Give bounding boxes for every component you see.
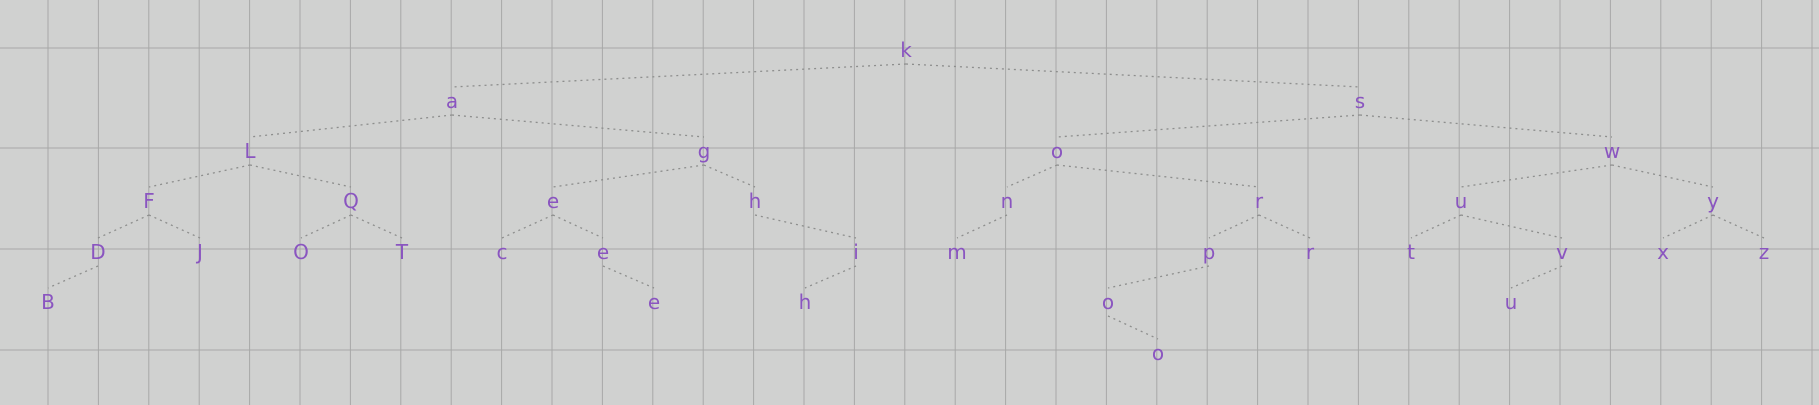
tree-edge xyxy=(804,265,857,289)
tree-edge xyxy=(1056,114,1361,138)
tree-edge xyxy=(754,214,857,239)
tree-edge xyxy=(350,214,403,239)
tree-node-label: u xyxy=(1455,189,1468,213)
tree-edge xyxy=(552,214,604,239)
tree-edge xyxy=(97,214,150,239)
tree-node-label: p xyxy=(1203,240,1216,264)
tree-edge xyxy=(1006,164,1058,188)
tree-edge xyxy=(1359,114,1613,138)
tree-edge xyxy=(1460,214,1563,239)
tree-node-label: B xyxy=(41,290,55,314)
tree-edge xyxy=(1712,214,1765,239)
tree-node-label: r xyxy=(1255,189,1264,213)
tree-node-label: w xyxy=(1604,139,1620,163)
tree-edge xyxy=(1611,164,1714,188)
tree-node-label: z xyxy=(1759,240,1770,264)
tree-node-label: O xyxy=(293,240,309,264)
tree-edge xyxy=(501,214,554,239)
tree-node-label: n xyxy=(1001,189,1014,213)
tree-edge xyxy=(1258,214,1311,239)
tree-edge xyxy=(1410,214,1462,239)
tree-node-label: o xyxy=(1152,341,1164,365)
tree-node-label: y xyxy=(1707,189,1719,213)
tree-edge xyxy=(602,265,655,289)
tree-node-label: F xyxy=(143,189,155,213)
tree-edge xyxy=(1460,164,1613,188)
tree-node-label: t xyxy=(1407,240,1415,264)
tree-node-label: g xyxy=(698,139,711,163)
tree-node-label: J xyxy=(195,240,203,264)
tree-node-label: o xyxy=(1102,290,1114,314)
tree-node-label: h xyxy=(799,290,812,314)
tree-node-label: T xyxy=(395,240,409,264)
tree-node-label: m xyxy=(947,240,966,264)
tree-node-label: c xyxy=(497,240,508,264)
tree-node-label: Q xyxy=(343,189,359,213)
tree-edge xyxy=(1510,265,1563,289)
tree-node-label: D xyxy=(90,240,105,264)
tree-node-label: i xyxy=(853,240,859,264)
tree-node-label: r xyxy=(1306,240,1315,264)
tree-edge xyxy=(1056,164,1260,188)
tree-node-label: e xyxy=(648,290,660,314)
tree-edge xyxy=(1208,214,1260,239)
tree-edge xyxy=(703,164,756,188)
tree-edge xyxy=(148,214,201,239)
tree-edge xyxy=(300,214,352,239)
tree-edge xyxy=(451,63,907,88)
tree-edge xyxy=(249,114,453,138)
tree-edge xyxy=(1107,315,1159,340)
tree-node-label: k xyxy=(900,38,912,62)
tree-edge xyxy=(1662,214,1714,239)
tree-node-label: s xyxy=(1355,89,1365,113)
tree-edge xyxy=(451,114,705,138)
tree-node-label: h xyxy=(749,189,762,213)
tree-node-label: e xyxy=(547,189,559,213)
tree-node-label: x xyxy=(1657,240,1669,264)
tree-edges xyxy=(47,63,1765,340)
tree-node-label: e xyxy=(597,240,609,264)
tree-node-label: L xyxy=(244,139,256,163)
tree-edge xyxy=(1107,265,1210,289)
tree-edge xyxy=(552,164,705,188)
tree-edge xyxy=(47,265,99,289)
tree-node-label: o xyxy=(1051,139,1063,163)
tree-node-label: a xyxy=(446,89,458,113)
tree-node-label: v xyxy=(1556,240,1568,264)
tree-edge xyxy=(905,63,1361,88)
tree-node-label: u xyxy=(1505,290,1518,314)
tree-edge xyxy=(956,214,1008,239)
